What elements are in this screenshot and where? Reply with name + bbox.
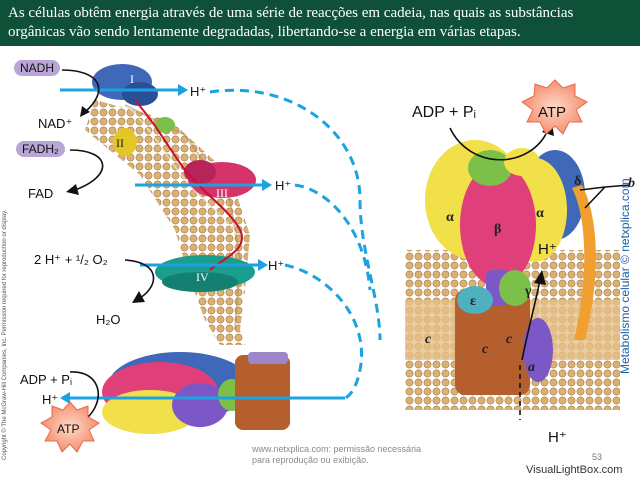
slide-header: As células obtêm energia através de uma … bbox=[0, 0, 640, 46]
watermark-text: www.netxplica.com: permissão necessária … bbox=[252, 444, 422, 466]
atp-left: ATP bbox=[57, 422, 79, 436]
epsilon-label: ε bbox=[470, 294, 476, 310]
h-plus-up-right: H⁺ bbox=[538, 240, 557, 258]
c-subunit-label-2: c bbox=[482, 342, 488, 358]
water-label: H₂O bbox=[96, 312, 121, 327]
page-number: 53 bbox=[592, 452, 602, 462]
h-plus-complex-iv: H⁺ bbox=[268, 258, 284, 274]
fadh2-label: FADH₂ bbox=[16, 141, 65, 157]
oxygen-equation: 2 H⁺ + ¹/₂ O₂ bbox=[34, 252, 108, 268]
adp-pi-right: ADP + Pᵢ bbox=[412, 104, 476, 122]
atp-synthase-left bbox=[102, 352, 290, 434]
a-subunit-label: a bbox=[528, 360, 535, 376]
adp-pi-left: ADP + Pᵢ bbox=[20, 372, 72, 387]
gamma-label: γ bbox=[525, 284, 532, 300]
nadh-label: NADH bbox=[14, 60, 60, 76]
complex-iv-label: IV bbox=[196, 270, 209, 285]
complex-i-label: I bbox=[130, 72, 134, 87]
beta-label: β bbox=[494, 222, 501, 238]
complex-iii-label: III bbox=[216, 186, 228, 201]
delta-label: δ bbox=[574, 174, 581, 190]
inner-membrane-left bbox=[85, 100, 250, 345]
h-plus-complex-i: H⁺ bbox=[190, 84, 206, 100]
copyright-notice: Copyright © The McGraw-Hill Companies, I… bbox=[2, 210, 8, 460]
fad-label: FAD bbox=[28, 186, 53, 201]
atp-right: ATP bbox=[538, 104, 566, 121]
visual-lightbox-credit: VisualLightBox.com bbox=[526, 464, 622, 476]
header-text: As células obtêm energia através de uma … bbox=[8, 5, 573, 40]
alpha-left-label: α bbox=[446, 210, 454, 226]
complex-ii-label: II bbox=[116, 136, 124, 151]
c-subunit-label-3: c bbox=[506, 332, 512, 348]
h-plus-down-right: H⁺ bbox=[548, 428, 567, 446]
c-subunit-label-1: c bbox=[425, 332, 431, 348]
h-plus-atp-synthase-left: H⁺ bbox=[42, 392, 58, 408]
complex-i bbox=[92, 64, 158, 106]
nad-plus-label: NAD⁺ bbox=[38, 116, 72, 132]
h-plus-complex-iii: H⁺ bbox=[275, 178, 291, 194]
atp-synthase-right bbox=[405, 140, 620, 410]
alpha-right-label: α bbox=[536, 206, 544, 222]
website-credit: Metabolismo celular © netxplica.com bbox=[618, 178, 632, 374]
